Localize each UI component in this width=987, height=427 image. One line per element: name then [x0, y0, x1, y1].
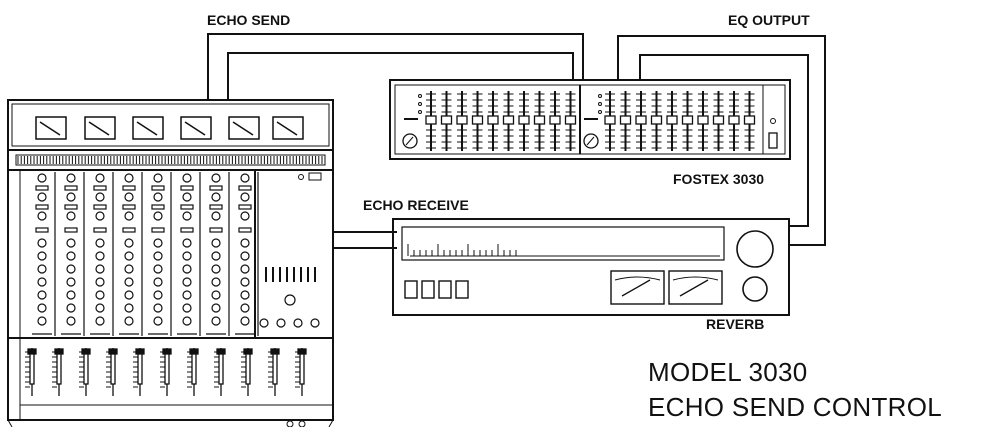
echo-send-cable: [207, 33, 584, 100]
echo-receive-label: ECHO RECEIVE: [363, 197, 469, 213]
mixer-vu-meters: [35, 116, 304, 140]
reverb-label: REVERB: [706, 316, 764, 332]
reverb-unit: [392, 218, 790, 316]
graphic-equalizer: [389, 79, 791, 160]
eq-output-cable: [617, 35, 826, 246]
caption-line-1: MODEL 3030: [648, 357, 808, 387]
fostex-3030-label: FOSTEX 3030: [673, 171, 764, 187]
mixing-console: [7, 99, 334, 427]
echo-send-label: ECHO SEND: [207, 12, 290, 28]
eq-output-label: EQ OUTPUT: [728, 12, 810, 28]
caption-line-2: ECHO SEND CONTROL: [648, 392, 942, 422]
